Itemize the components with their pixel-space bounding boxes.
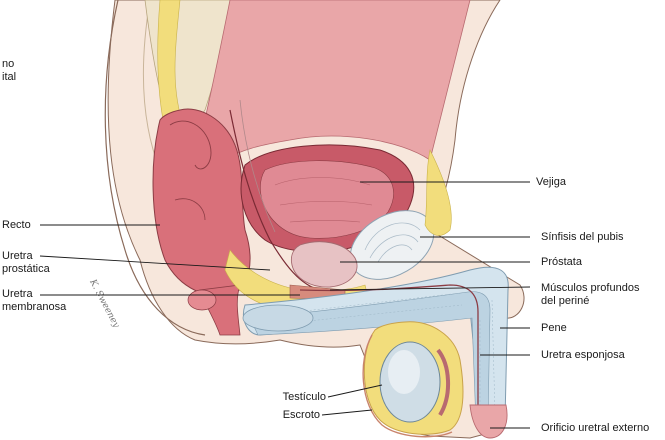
anal-sphincter	[187, 289, 217, 311]
label-truncated-line2: ital	[2, 71, 17, 83]
sacrum-line	[142, 0, 161, 171]
mons-fat	[424, 149, 452, 236]
prostate	[290, 241, 358, 288]
label-uretra-prostatica-line1: Uretra	[2, 250, 33, 262]
label-vejiga: Vejiga	[536, 176, 566, 188]
label-pene: Pene	[541, 322, 567, 334]
label-recto: Recto	[2, 219, 31, 231]
label-escroto: Escroto	[282, 409, 320, 421]
label-uretra-esponjosa: Uretra esponjosa	[541, 349, 625, 361]
label-orificio: Orificio uretral externo	[541, 422, 650, 434]
label-testiculo: Testículo	[282, 391, 326, 403]
symphysis-rings	[364, 222, 421, 263]
label-uretra-prostatica-line2: prostática	[2, 263, 50, 275]
rectum	[152, 108, 251, 297]
epididymis	[436, 348, 451, 417]
label-truncated-line1: no	[2, 58, 15, 70]
corpus-texture	[269, 292, 496, 416]
label-uretra-prostatica: Uretra prostática	[2, 250, 50, 276]
scrotal-skin	[362, 334, 453, 438]
label-truncated: no ital	[2, 58, 16, 84]
rectum-fold	[169, 120, 212, 170]
label-musculos-line1: Músculos profundos	[541, 282, 640, 294]
penile-bulb	[242, 304, 314, 332]
spongy-urethra	[299, 284, 479, 425]
glans	[469, 404, 508, 439]
label-uretra-membranosa: Uretra membranosa	[2, 288, 66, 314]
label-uretra-membranosa-line2: membranosa	[2, 301, 67, 313]
label-prostata: Próstata	[541, 256, 582, 268]
buttock-contour	[104, 0, 206, 336]
rectum-fold-2	[174, 198, 206, 221]
leader-lines	[39, 181, 531, 429]
label-musculos-line2: del periné	[541, 295, 590, 307]
testis-highlight	[388, 350, 420, 394]
label-musculos: Músculos profundos del periné	[541, 282, 639, 308]
label-uretra-membranosa-line1: Uretra	[2, 288, 33, 300]
vas-deferens-2	[239, 99, 276, 233]
label-sinfisis: Sínfisis del pubis	[541, 231, 624, 243]
peritoneum	[199, 0, 471, 161]
